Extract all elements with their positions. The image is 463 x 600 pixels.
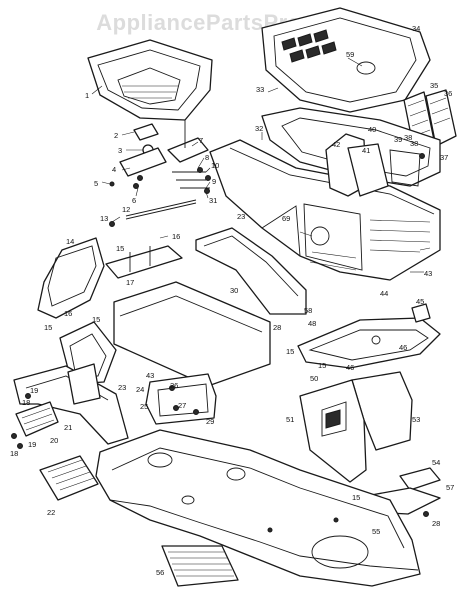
callout-42: 42 — [332, 140, 340, 149]
callout-15b: 15 — [92, 315, 100, 324]
callout-36: 36 — [444, 89, 452, 98]
callout-53: 53 — [412, 415, 420, 424]
rod — [109, 199, 197, 227]
callout-31: 31 — [209, 196, 217, 205]
callout-13: 13 — [100, 214, 108, 223]
callout-15e: 15 — [318, 361, 326, 370]
callout-41: 41 — [362, 146, 370, 155]
callout-19a: 19 — [30, 386, 38, 395]
callout-28a: 28 — [273, 323, 281, 332]
callout-33: 33 — [256, 85, 264, 94]
footrest — [11, 393, 59, 449]
callout-10: 10 — [211, 161, 219, 170]
console-plate — [297, 303, 441, 369]
callout-37: 37 — [440, 153, 448, 162]
hood — [261, 7, 431, 113]
seat — [87, 39, 213, 121]
callout-18a: 18 — [22, 398, 30, 407]
callout-2: 2 — [114, 131, 118, 140]
fender-upper — [195, 227, 307, 315]
callout-16b: 16 — [64, 309, 72, 318]
callout-3: 3 — [118, 146, 122, 155]
callout-69: 69 — [282, 214, 290, 223]
callout-34: 34 — [412, 24, 420, 33]
callout-46a: 46 — [399, 343, 407, 352]
callout-labels: 1 2 3 4 5 6 7 8 10 9 31 12 13 14 16 15 1… — [10, 24, 454, 577]
callout-57: 57 — [446, 483, 454, 492]
callout-8: 8 — [205, 153, 209, 162]
callout-7: 7 — [199, 136, 203, 145]
callout-45: 45 — [416, 297, 424, 306]
callout-58: 58 — [304, 306, 312, 315]
callout-46b: 46 — [346, 363, 354, 372]
callout-18b: 18 — [10, 449, 18, 458]
callout-21: 21 — [64, 423, 72, 432]
callout-38a: 38 — [404, 133, 412, 142]
callout-23a: 23 — [237, 212, 245, 221]
callout-24: 24 — [136, 385, 144, 394]
callout-54: 54 — [432, 458, 440, 467]
callout-35: 35 — [430, 81, 438, 90]
callout-29: 29 — [206, 417, 214, 426]
dash-top-support — [261, 107, 441, 197]
callout-26: 26 — [170, 381, 178, 390]
callout-25: 25 — [140, 402, 148, 411]
callout-38b: 38 — [410, 139, 418, 148]
callout-39: 39 — [394, 135, 402, 144]
callout-55: 55 — [372, 527, 380, 536]
left-side-panel — [37, 237, 105, 319]
callout-30: 30 — [230, 286, 238, 295]
left-fender-lower — [13, 321, 129, 445]
callout-22: 22 — [47, 508, 55, 517]
rear-panel — [299, 371, 413, 483]
callout-56: 56 — [156, 568, 164, 577]
callout-27: 27 — [178, 401, 186, 410]
callout-15f: 15 — [352, 493, 360, 502]
callout-20: 20 — [50, 436, 58, 445]
callout-17: 17 — [126, 278, 134, 287]
callout-4: 4 — [112, 165, 116, 174]
callout-6: 6 — [132, 196, 136, 205]
callout-59: 59 — [346, 50, 354, 59]
floor-mat-22 — [39, 455, 99, 501]
callout-leaders — [91, 57, 431, 273]
callout-23b: 23 — [118, 383, 126, 392]
callout-28b: 28 — [432, 519, 440, 528]
callout-44: 44 — [380, 289, 388, 298]
callout-14: 14 — [66, 237, 74, 246]
callout-48: 48 — [308, 319, 316, 328]
callout-40: 40 — [368, 125, 376, 134]
floor-mat-56 — [161, 545, 239, 587]
callout-51: 51 — [286, 415, 294, 424]
callout-32: 32 — [255, 124, 263, 133]
callout-43a: 43 — [146, 371, 154, 380]
callout-50: 50 — [310, 374, 318, 383]
center-bracket — [145, 373, 217, 425]
callout-16a: 16 — [172, 232, 180, 241]
callout-5: 5 — [94, 179, 98, 188]
callout-15a: 15 — [116, 244, 124, 253]
callout-19b: 19 — [28, 440, 36, 449]
callout-43b: 43 — [424, 269, 432, 278]
callout-15c: 15 — [44, 323, 52, 332]
callout-15d: 15 — [286, 347, 294, 356]
seat-bracket-hardware — [109, 120, 211, 194]
main-frame — [95, 429, 421, 587]
floor-panel — [105, 245, 271, 387]
callout-12: 12 — [122, 205, 130, 214]
callout-9: 9 — [212, 177, 216, 186]
callout-1: 1 — [85, 91, 89, 100]
